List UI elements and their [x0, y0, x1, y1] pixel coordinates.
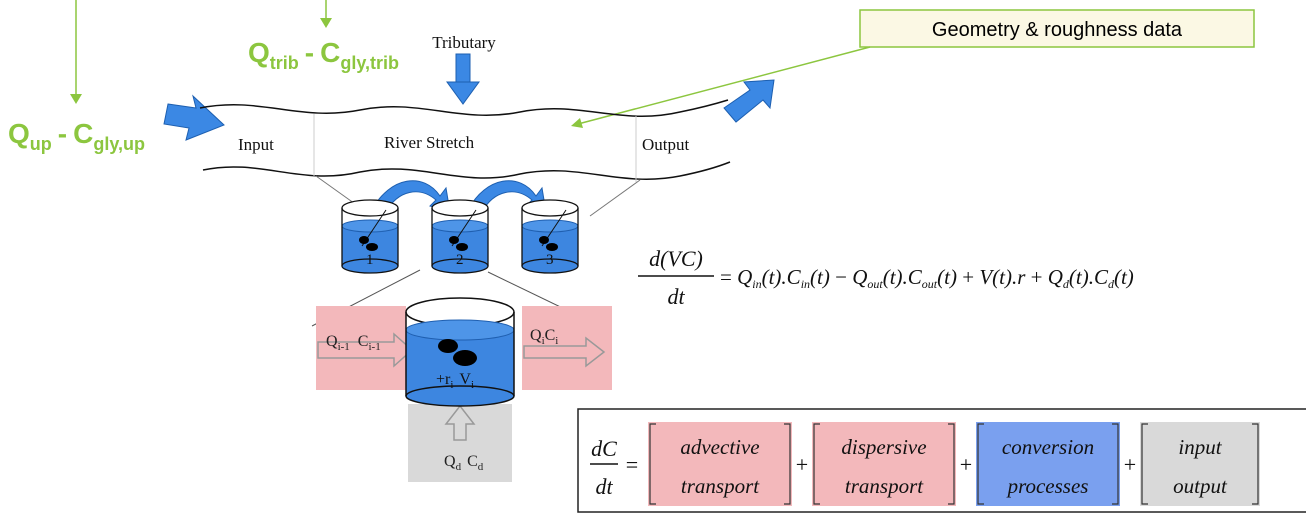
term-io-bottom: output: [1173, 474, 1228, 498]
output-label: Output: [642, 135, 690, 154]
inflow-box: [316, 306, 406, 390]
term-advective-bg: [648, 422, 792, 506]
tributary-arrow: [446, 53, 480, 105]
outflow-box: [522, 306, 612, 390]
callout-text: Geometry & roughness data: [932, 19, 1183, 41]
term-advective-top: advective: [680, 435, 759, 459]
term-dispersive-top: dispersive: [841, 435, 926, 459]
tributary-label: Tributary: [432, 33, 496, 52]
plus-1: +: [796, 452, 808, 477]
term-conversion-bottom: processes: [1006, 474, 1089, 498]
conceptual-equation-box: dC dt = advective transport dispersive t…: [577, 408, 1306, 513]
input-label: Input: [238, 135, 274, 154]
term-io-bg: [1140, 422, 1260, 506]
term-io-top: input: [1178, 435, 1222, 459]
tank-2: 2: [431, 199, 489, 274]
term-dispersive-bg: [812, 422, 956, 506]
mb-denominator: dt: [667, 284, 685, 309]
ceq-numerator: dC: [591, 436, 617, 461]
term-dispersive-bottom: transport: [845, 474, 924, 498]
ceq-equals: =: [626, 452, 638, 477]
mb-numerator: d(VC): [649, 246, 703, 271]
tank-label: 1: [366, 252, 374, 268]
tank-label: 2: [456, 252, 464, 268]
inflow-arrow: [317, 332, 414, 368]
river-stretch: Input River Stretch Output: [199, 99, 731, 182]
mass-balance-equation: d(VC) dt = Qin(t).Cin(t) − Qout(t).Cout(…: [638, 246, 1134, 309]
outflow-arrow: [523, 336, 606, 368]
tank-3: 3: [521, 199, 579, 274]
input-arrow: [163, 94, 225, 141]
mb-rhs: = Qin(t).Cin(t) − Qout(t).Cout(t) + V(t)…: [720, 265, 1134, 291]
geometry-callout: Geometry & roughness data: [571, 9, 1255, 128]
tributary-flow-label: Qtrib-Cgly,trib: [248, 37, 399, 73]
plus-2: +: [960, 452, 972, 477]
river-to-tanks-lines: [315, 175, 641, 217]
river-stretch-label: River Stretch: [384, 133, 475, 152]
external-input-box: [408, 404, 512, 482]
tributary-leader: [320, 0, 332, 28]
output-arrow: [723, 79, 775, 123]
tank-label: 3: [546, 252, 554, 268]
term-conversion-bg: [976, 422, 1120, 506]
external-input-arrow: [444, 404, 476, 441]
tank-row: 1 2 3: [341, 199, 579, 274]
term-conversion-top: conversion: [1002, 435, 1094, 459]
tank-1: 1: [341, 199, 399, 274]
term-advective-bottom: transport: [681, 474, 760, 498]
upstream-leader: [70, 0, 82, 104]
ceq-denominator: dt: [595, 474, 613, 499]
outflow-label: QiCi: [530, 327, 558, 347]
upstream-flow-label: Qup-Cgly,up: [8, 118, 145, 154]
plus-3: +: [1124, 452, 1136, 477]
